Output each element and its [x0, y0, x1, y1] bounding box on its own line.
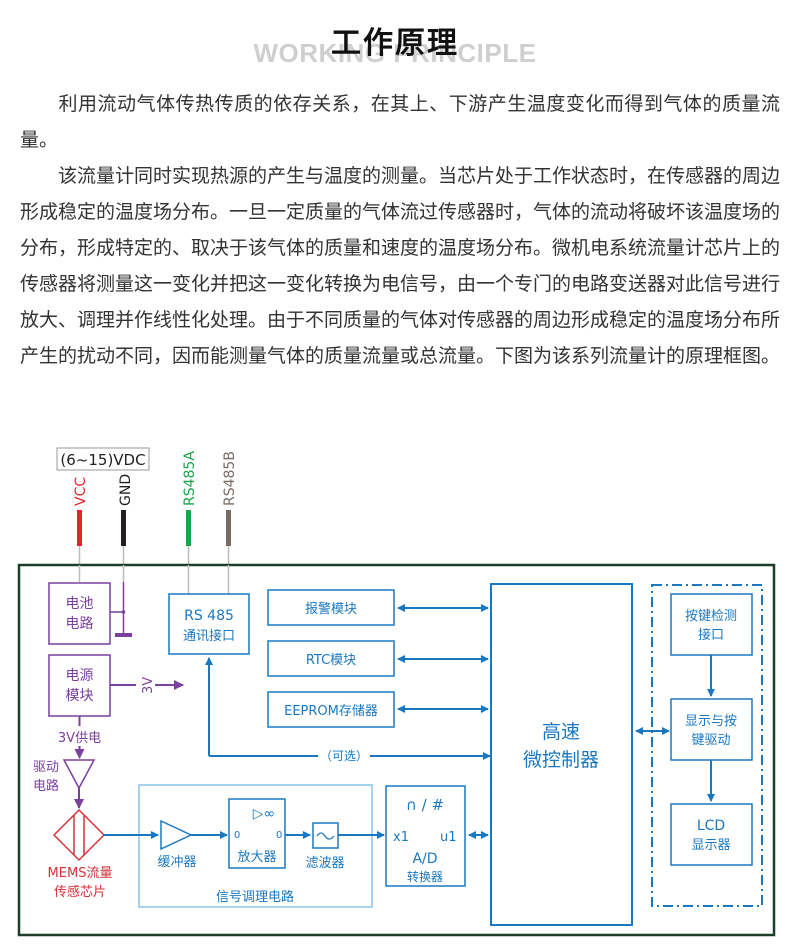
supply-label: (6~15)VDC [56, 447, 150, 471]
rs485-interface-block: RS 485 通讯接口 [168, 593, 250, 655]
svg-text:键驱动: 键驱动 [691, 733, 730, 748]
svg-text:RS 485: RS 485 [184, 608, 234, 624]
section-header: WORKING PRINCIPLE 工作原理 [0, 14, 790, 74]
outer-board-border [17, 563, 776, 937]
svg-text:信号调理电路: 信号调理电路 [216, 889, 294, 905]
pin-vcc: VCC [73, 477, 89, 565]
svg-text:（可选）: （可选） [320, 749, 368, 763]
svg-text:RTC模块: RTC模块 [306, 653, 356, 668]
pin-rs485b: RS485B [222, 451, 238, 565]
optional-link: （可选） [205, 657, 491, 763]
svg-text:按键检测: 按键检测 [685, 609, 737, 624]
supply-label-text: (6~15)VDC [60, 451, 145, 469]
paragraph-detail: 该流量计同时实现热源的产生与温度的测量。当芯片处于工作状态时，在传感器的周边形成… [20, 158, 780, 374]
svg-text:高速: 高速 [542, 721, 580, 743]
filter-block: 滤波器 [305, 822, 345, 871]
svg-text:0: 0 [276, 830, 282, 841]
svg-text:A/D: A/D [412, 851, 437, 867]
svg-text:MEMS流量: MEMS流量 [48, 866, 113, 881]
svg-text:通讯接口: 通讯接口 [183, 628, 235, 644]
pin-gnd: GND [118, 474, 134, 565]
pin-gnd-label: GND [118, 474, 134, 506]
svg-text:∩ / #: ∩ / # [406, 796, 444, 814]
mcu-block: 高速 微控制器 [490, 583, 633, 926]
svg-text:缓冲器: 缓冲器 [157, 855, 196, 870]
svg-text:接口: 接口 [698, 627, 724, 643]
pin-rs485a-label: RS485A [182, 451, 198, 506]
svg-text:转换器: 转换器 [407, 869, 443, 884]
svg-text:报警模块: 报警模块 [305, 601, 357, 617]
svg-text:电路: 电路 [66, 616, 94, 632]
lcd-display-block: LCD 显示器 [670, 803, 753, 866]
title-chinese: 工作原理 [331, 26, 459, 61]
svg-text:x1: x1 [393, 830, 409, 845]
drive-circuit: 驱动 电路 [33, 759, 96, 809]
power-module-block: 电源 模块 [48, 654, 111, 717]
svg-text:EEPROM存储器: EEPROM存储器 [284, 704, 378, 719]
three-volt-supply: 3V供电 [58, 716, 101, 759]
svg-text:电池: 电池 [66, 596, 94, 612]
svg-text:传感芯片: 传感芯片 [54, 884, 106, 900]
paragraph-intro: 利用流动气体传热传质的依存关系，在其上、下游产生温度变化而得到气体的质量流量。 [20, 86, 780, 158]
svg-text:电源: 电源 [66, 668, 94, 684]
paragraph-detail-text: 该流量计同时实现热源的产生与温度的测量。当芯片处于工作状态时，在传感器的周边形成… [20, 165, 781, 367]
key-detect-block: 按键检测 接口 [670, 593, 753, 656]
adc-block: ∩ / # x1 u1 A/D 转换器 [385, 785, 466, 887]
pin-rs485b-label: RS485B [222, 451, 238, 506]
rtc-module-block: RTC模块 [267, 640, 489, 677]
three-volt-output: 3V [110, 677, 184, 694]
pin-rs485a: RS485A [182, 451, 198, 565]
svg-text:滤波器: 滤波器 [305, 856, 344, 871]
title-english: WORKING PRINCIPLE [253, 38, 537, 68]
svg-text:模块: 模块 [66, 688, 94, 704]
svg-text:u1: u1 [440, 830, 457, 845]
svg-text:LCD: LCD [697, 818, 725, 834]
svg-text:0: 0 [234, 830, 240, 841]
battery-circuit-block: 电池 电路 [48, 582, 111, 645]
paragraph-intro-text: 利用流动气体传热传质的依存关系，在其上、下游产生温度变化而得到气体的质量流量。 [20, 93, 780, 151]
svg-text:显示与按: 显示与按 [685, 714, 737, 729]
mems-sensor-chip: MEMS流量 传感芯片 [48, 808, 113, 900]
svg-text:驱动: 驱动 [33, 760, 59, 775]
svg-text:放大器: 放大器 [237, 850, 276, 865]
alarm-module-block: 报警模块 [267, 589, 489, 626]
svg-text:微控制器: 微控制器 [523, 749, 599, 771]
display-driver-block: 显示与按 键驱动 [670, 698, 753, 761]
pin-vcc-label: VCC [73, 477, 89, 506]
svg-text:3V供电: 3V供电 [58, 731, 101, 746]
block-diagram: (6~15)VDC VCC GND RS485A RS485B 电池 电路 [17, 447, 776, 937]
buffer: 缓冲器 [157, 819, 197, 870]
ui-panel-dashed [651, 584, 763, 907]
svg-text:电路: 电路 [33, 778, 59, 794]
svg-text:3V: 3V [141, 677, 156, 694]
ground-symbol [110, 582, 132, 637]
svg-text:显示器: 显示器 [691, 838, 730, 853]
eeprom-block: EEPROM存储器 [267, 691, 489, 728]
amplifier-block: ▷∞ 0 0 放大器 [228, 798, 286, 869]
svg-text:▷∞: ▷∞ [253, 806, 275, 822]
